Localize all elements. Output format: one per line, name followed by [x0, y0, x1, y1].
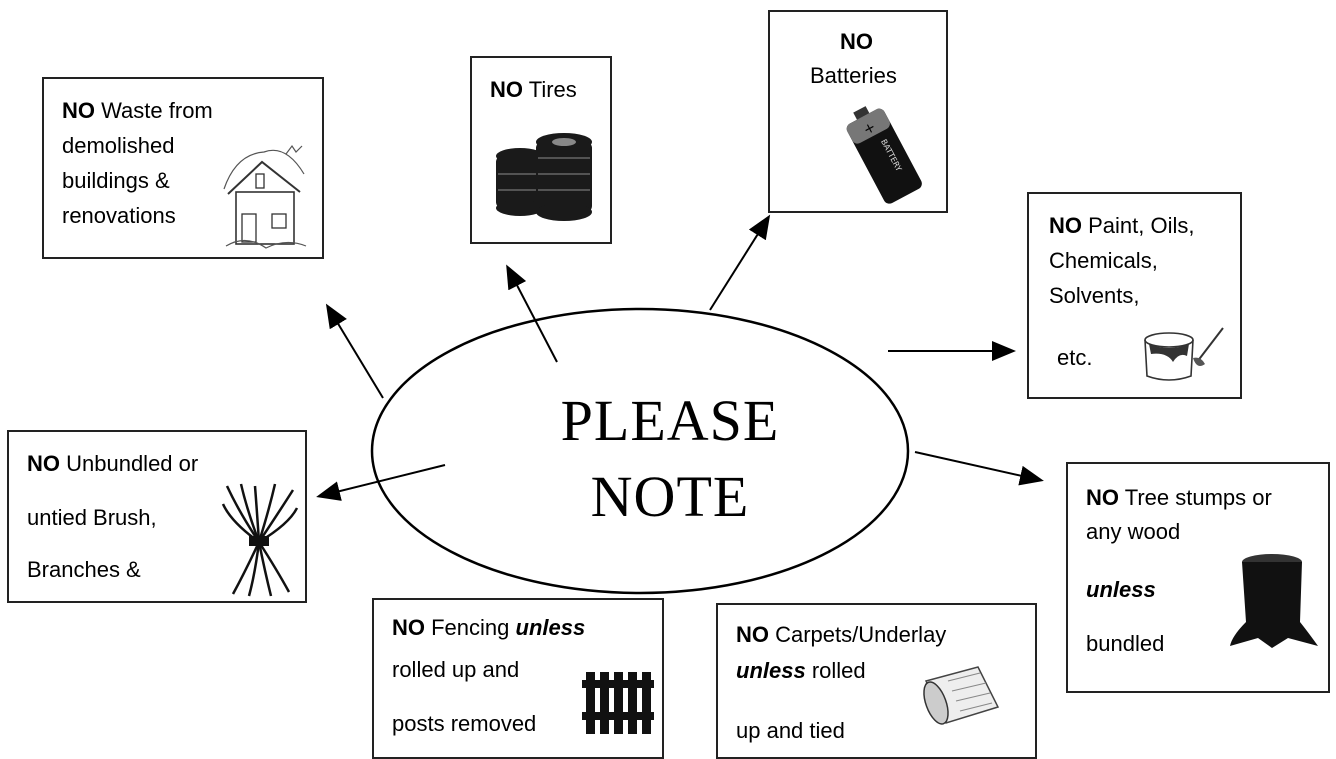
paint-line2: Chemicals,	[1049, 248, 1158, 273]
box-brush: NO Unbundled or untied Brush, Branches &	[7, 430, 307, 603]
stumps-line4: bundled	[1086, 631, 1165, 656]
carpets-line1: NO Carpets/Underlay	[736, 622, 947, 647]
fencing-line3: posts removed	[392, 711, 537, 736]
arrow-brush	[316, 464, 446, 501]
paint-line4: etc.	[1057, 345, 1093, 370]
stumps-line2: any wood	[1086, 519, 1181, 544]
box-fencing: NO Fencing unless rolled up and posts re…	[372, 598, 664, 759]
fencing-line1: NO Fencing unless	[392, 615, 586, 640]
tree-stump-icon	[1230, 554, 1318, 648]
carpets-line2: unless rolled	[736, 658, 866, 683]
box-demolition: NO Waste from demolished buildings & ren…	[42, 77, 324, 259]
brush-line1: NO Unbundled or	[27, 451, 199, 476]
arrow-demolition	[325, 303, 384, 399]
brush-bundle-icon	[221, 483, 299, 597]
battery-icon: + BATTERY	[846, 106, 922, 204]
paint-can-icon	[1144, 327, 1224, 381]
fence-icon	[582, 672, 654, 734]
carpets-line3: up and tied	[736, 718, 845, 743]
paint-line1: NO Paint, Oils,	[1049, 213, 1195, 238]
carpet-roll-icon	[923, 666, 1000, 725]
center-title-line2: NOTE	[590, 464, 750, 529]
brush-line2: untied Brush,	[27, 505, 157, 530]
box-stumps: NO Tree stumps or any wood unless bundle…	[1066, 462, 1330, 693]
brush-line3: Branches &	[27, 557, 141, 582]
arrow-stumps	[914, 451, 1044, 486]
box-carpets: NO Carpets/Underlay unless rolled up and…	[716, 603, 1037, 759]
demolition-line3: buildings &	[62, 168, 170, 193]
demolition-line4: renovations	[62, 203, 176, 228]
tires-line1: NO Tires	[490, 77, 577, 102]
box-batteries: NO Batteries + BATTERY	[768, 10, 948, 213]
center-title-line1: PLEASE	[560, 388, 780, 453]
arrow-batteries	[709, 214, 771, 311]
stumps-line3: unless	[1086, 577, 1156, 602]
demolition-line1: NO Waste from	[62, 98, 213, 123]
batteries-line1: Batteries	[810, 63, 897, 88]
paint-line3: Solvents,	[1049, 283, 1140, 308]
center-ellipse	[370, 307, 910, 595]
fencing-line2: rolled up and	[392, 657, 520, 682]
stumps-line1: NO Tree stumps or	[1086, 485, 1272, 510]
demolition-line2: demolished	[62, 133, 175, 158]
arrow-tires	[506, 264, 558, 363]
box-paint: NO Paint, Oils, Chemicals, Solvents, etc…	[1027, 192, 1242, 399]
batteries-no: NO	[840, 29, 873, 54]
box-tires: NO Tires	[470, 56, 612, 244]
house-icon	[223, 144, 307, 249]
tires-icon	[496, 133, 592, 221]
